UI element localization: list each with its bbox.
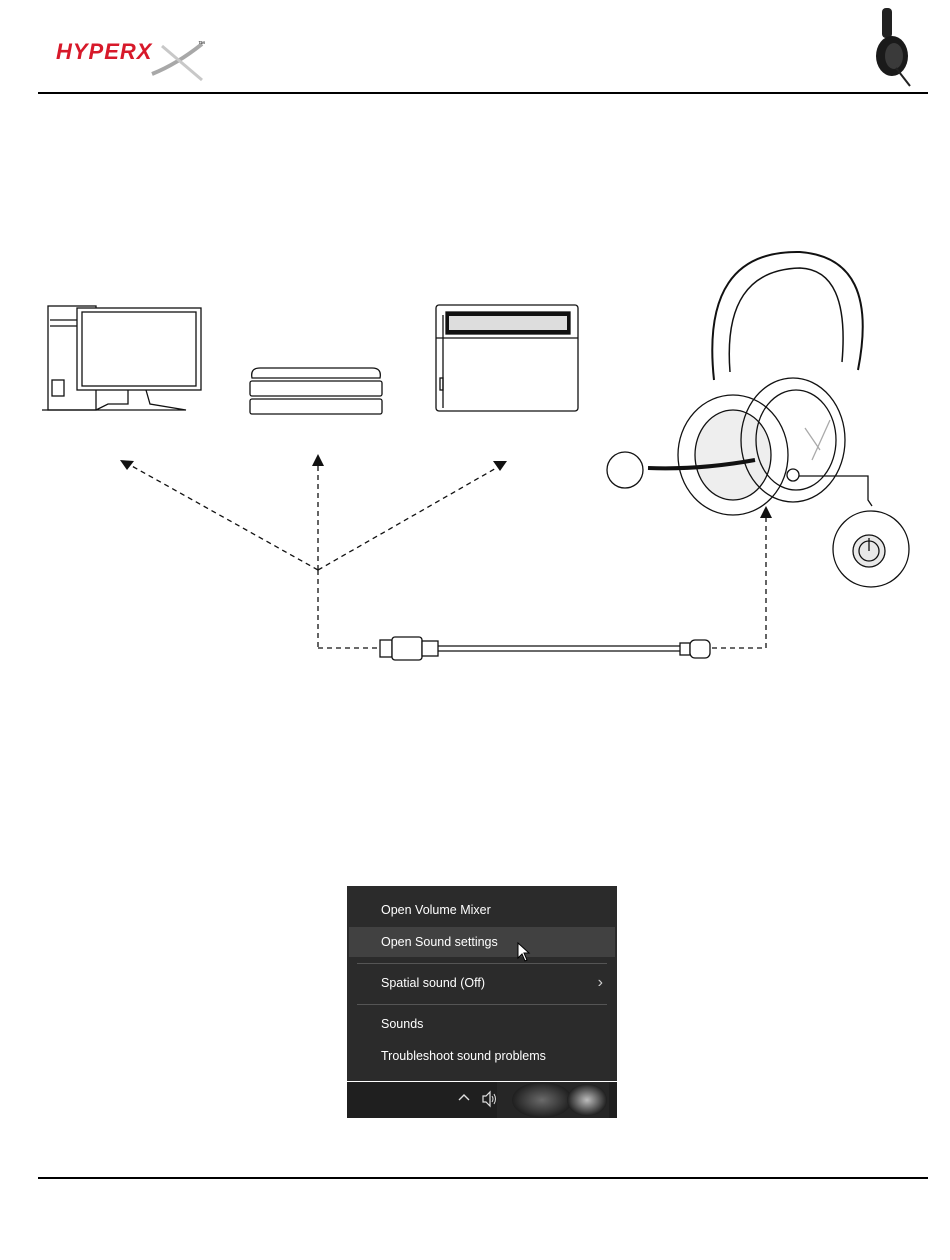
chevron-up-icon[interactable] xyxy=(457,1088,471,1106)
nintendo-switch-icon xyxy=(436,305,578,411)
usb-to-usb-c-cable-icon xyxy=(380,637,710,660)
blurred-tray-area xyxy=(497,1082,609,1118)
menu-item-troubleshoot[interactable]: Troubleshoot sound problems xyxy=(349,1041,615,1071)
playstation-icon xyxy=(250,368,382,414)
footer-rule xyxy=(38,1177,928,1179)
menu-item-open-sound-settings[interactable]: Open Sound settings xyxy=(349,927,615,957)
windows-taskbar xyxy=(347,1082,617,1118)
arrowheads xyxy=(120,454,772,518)
pc-icon xyxy=(42,306,201,410)
sound-context-menu: Open Volume Mixer Open Sound settings Sp… xyxy=(347,886,617,1081)
power-button-icon xyxy=(799,476,909,587)
svg-text:™: ™ xyxy=(198,41,205,48)
menu-item-spatial-sound[interactable]: Spatial sound (Off) › xyxy=(349,968,615,998)
connection-diagram xyxy=(0,240,950,680)
menu-item-sounds[interactable]: Sounds xyxy=(349,1009,615,1039)
header-rule xyxy=(38,92,928,94)
menu-separator xyxy=(357,963,607,964)
headset-product-icon xyxy=(866,6,914,90)
menu-separator xyxy=(357,1004,607,1005)
chevron-right-icon: › xyxy=(566,968,603,998)
menu-item-label: Spatial sound (Off) xyxy=(381,976,485,990)
mouse-cursor-icon xyxy=(517,942,531,962)
svg-text:HYPERX: HYPERX xyxy=(56,39,153,64)
menu-item-open-volume-mixer[interactable]: Open Volume Mixer xyxy=(349,895,615,925)
dashed-arrows xyxy=(130,462,766,648)
hyperx-logo: HYPERX ™ xyxy=(52,34,212,84)
